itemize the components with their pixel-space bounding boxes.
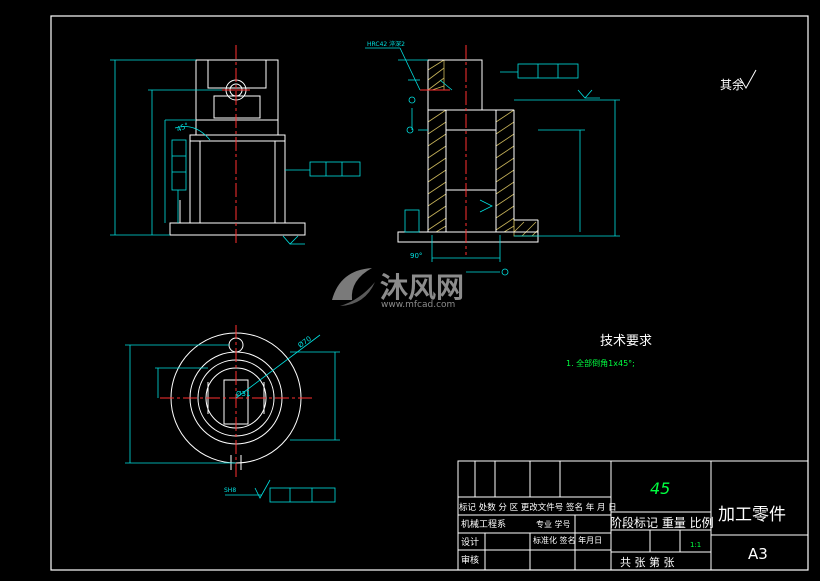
tech-requirements-item: 1. 全部倒角1x45°;: [566, 358, 635, 368]
section-hatch: [427, 59, 539, 237]
tech-requirements-title: 技术要求: [600, 334, 652, 349]
title-stage-header: 阶段标记 重量 比例: [610, 515, 714, 530]
hardness-note: HRC42 淬深2: [367, 40, 405, 48]
section-angle-label: 90°: [410, 252, 422, 260]
section-dimensions: [365, 47, 620, 276]
title-scale: 1:1: [690, 541, 701, 549]
top-dimensions: [125, 334, 340, 503]
front-view: [169, 59, 306, 236]
title-dept: 机械工程系: [461, 518, 506, 530]
section-view: [397, 59, 539, 243]
title-block: [457, 460, 809, 571]
dia-inner-label: Ø31: [236, 390, 250, 398]
title-rev-header: 标记 处数 分 区 更改文件号 签名 年 月 日: [459, 502, 617, 513]
dia-outer-label: Ø70: [297, 335, 313, 350]
watermark-logo: [332, 268, 375, 306]
title-part-name: 加工零件: [718, 505, 786, 525]
roughness-note: 其余: [720, 77, 744, 92]
watermark-brand: 沐风网: [380, 271, 464, 304]
title-sheet-size: A3: [748, 545, 768, 563]
title-sheets: 共 张 第 张: [620, 555, 675, 569]
front-angle-label: 45°: [175, 121, 190, 134]
title-design: 设计: [461, 536, 479, 548]
title-standard: 标准化 签名 年月日: [533, 535, 602, 545]
front-dimensions: [110, 59, 361, 245]
bottom-angle-label: SH8: [224, 487, 236, 494]
drawing-border: [50, 15, 809, 571]
watermark-url: www.mfcad.com: [381, 300, 455, 310]
title-material: 45: [650, 479, 670, 498]
title-major: 专业 学号: [536, 519, 571, 529]
title-review: 审核: [461, 554, 479, 566]
roughness-symbol: [739, 69, 757, 89]
